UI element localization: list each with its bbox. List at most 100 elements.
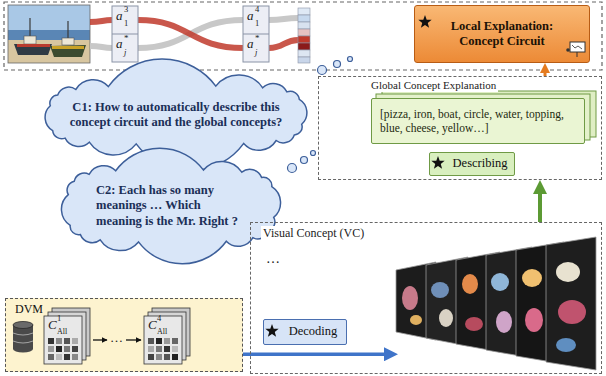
question-text: C2: Each has so many meanings … Which me… (96, 183, 246, 229)
flow-arrow (243, 352, 384, 356)
boat-mast (67, 21, 68, 38)
feature-cell (48, 338, 54, 344)
feature-cell (164, 354, 170, 360)
feature-map-stack (44, 308, 90, 364)
feature-map (144, 316, 182, 364)
boat-stripe (17, 44, 50, 47)
feature-cell (164, 338, 170, 344)
photo-sky (8, 5, 90, 63)
board-stand (577, 52, 578, 57)
thought-bubble (288, 164, 297, 173)
bar-cell (298, 29, 310, 36)
image-patch (525, 308, 543, 332)
image-patch (522, 269, 542, 287)
circuit-band (90, 20, 112, 22)
thought-bubble (311, 151, 316, 156)
feature-map (48, 312, 86, 360)
feature-map-stack (144, 308, 190, 364)
image-patch (410, 315, 422, 325)
output-bar (298, 8, 310, 63)
image-patch (462, 274, 478, 294)
photo-sea (8, 30, 90, 40)
bar-cell (298, 50, 310, 57)
feature-cell (148, 354, 154, 360)
circuit-band (138, 20, 243, 48)
ellipsis: … (266, 252, 280, 266)
database-band (13, 333, 33, 343)
database-top (13, 322, 33, 329)
superscript-index: * (255, 34, 260, 43)
photo-beach (8, 40, 90, 63)
feature-cell (172, 338, 178, 344)
presenter (566, 48, 570, 52)
star-icon (431, 156, 444, 169)
feature-cell (64, 354, 70, 360)
feature-map (152, 308, 190, 356)
feature-cell (56, 346, 62, 352)
image-patch (431, 282, 449, 298)
circuit-band (269, 18, 298, 20)
feature-map (52, 308, 90, 356)
boat-photo (8, 5, 90, 63)
explanation-box: Local Explanation: Concept Circuit (414, 5, 590, 63)
board (570, 42, 585, 52)
boat-hull (50, 45, 86, 57)
panel-heading: Global Concept Explanation (369, 79, 498, 92)
thought-cloud: C1: How to automatically describe this c… (38, 74, 314, 156)
thought-bubble (301, 157, 308, 164)
subscript-index: All (157, 328, 167, 336)
image-patch (556, 262, 580, 282)
module-box: DVM (5, 298, 243, 372)
feature-cell (72, 346, 78, 352)
superscript-index: 3 (124, 5, 128, 14)
feature-map (44, 316, 82, 364)
feature-cell (48, 346, 54, 352)
boat-stripe (52, 46, 84, 49)
concept-set-symbol: C (148, 318, 157, 331)
photo-frame (8, 5, 90, 63)
feature-cell (148, 346, 154, 352)
concept-set-symbol: C (48, 318, 57, 331)
activation-box (243, 6, 269, 62)
feature-cell (172, 346, 178, 352)
star-icon (418, 15, 431, 28)
step-label: Describing (453, 156, 508, 171)
flow-arrow (538, 194, 542, 222)
boat-hull (14, 44, 52, 55)
subscript-index: 1 (124, 19, 128, 28)
concept-image-stack (396, 237, 596, 370)
feature-cell (156, 338, 162, 344)
dashed-panel: Global Concept Explanation[pizza, iron, … (318, 76, 602, 180)
database-body (13, 325, 33, 349)
feature-cell (64, 346, 70, 352)
image-patch (558, 300, 586, 324)
board-chart (572, 45, 582, 49)
subscript-index: 1 (255, 19, 259, 28)
module-label: DVM (13, 302, 45, 317)
image-patch (402, 286, 418, 310)
layer-arrow (126, 339, 141, 340)
dashed-panel: Visual Concept (VC)Decoding (250, 222, 602, 374)
feature-cell (156, 354, 162, 360)
superscript-index: * (124, 34, 129, 43)
activation-symbol: a (247, 9, 254, 22)
database-icon (13, 322, 33, 353)
image-patch (465, 317, 483, 331)
activation-symbol: a (116, 9, 123, 22)
activation-symbol: a (247, 37, 254, 50)
boat-cabin (62, 38, 74, 45)
dashed-panel (4, 2, 602, 70)
activation-box (112, 6, 138, 62)
image-patch (439, 309, 453, 327)
panel-heading: Visual Concept (VC) (261, 226, 366, 241)
step-box: Describing (429, 152, 515, 176)
feature-cell (156, 346, 162, 352)
thought-bubble (334, 61, 341, 68)
ellipsis: … (110, 331, 123, 344)
feature-cell (72, 354, 78, 360)
bar-cell (298, 15, 310, 22)
thought-bubble (318, 66, 327, 75)
question-text: C1: How to automatically describe this c… (68, 100, 284, 131)
